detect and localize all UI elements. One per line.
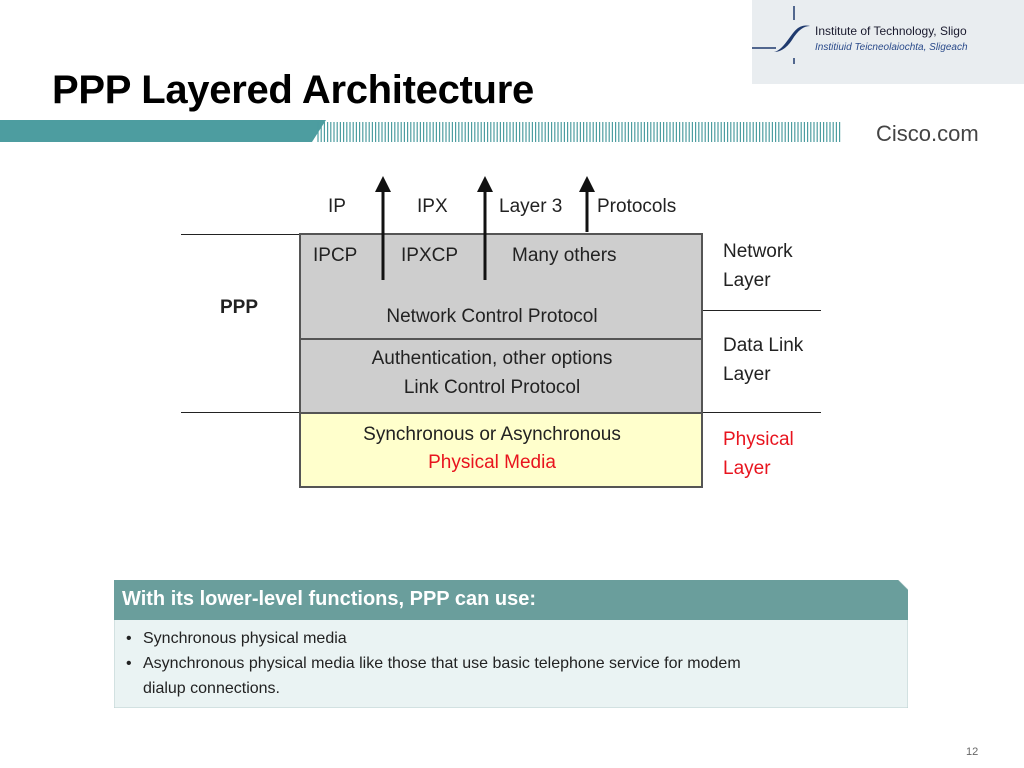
callout-bullet-2-line2: dialup connections. [143, 680, 280, 697]
lcp-options-text: Authentication, other options [371, 348, 613, 369]
rule-datalink-physical [700, 412, 821, 413]
physical-media-box [299, 412, 703, 488]
header-band [0, 120, 1024, 142]
bullet-icon: • [126, 630, 132, 647]
arrow-up-icon [579, 176, 595, 232]
layer-datalink-line2: Layer [723, 364, 771, 385]
layer-network-line2: Layer [723, 270, 771, 291]
callout-panel [114, 580, 908, 708]
ncp-label: Network Control Protocol [386, 306, 598, 327]
media-sync-text: Synchronous or Asynchronous [363, 424, 621, 445]
callout-bullet-1: Synchronous physical media [143, 630, 347, 647]
ncp-item-ipcp: IPCP [313, 245, 358, 266]
protocol-ipx: IPX [417, 196, 448, 217]
protocol-ip: IP [328, 196, 346, 217]
page-title: PPP Layered Architecture [52, 68, 534, 112]
logo-panel [752, 0, 1024, 84]
ncp-item-others: Many others [512, 245, 617, 266]
ncp-item-ipxcp: IPXCP [401, 245, 459, 266]
institute-name: Institute of Technology, Sligo [815, 24, 967, 38]
arrow-up-icon [375, 176, 391, 280]
bullet-icon: • [126, 655, 132, 672]
rule-bottom-left [181, 412, 301, 413]
protocol-protocols: Protocols [597, 196, 677, 217]
layer-physical-line2: Layer [723, 458, 771, 479]
protocol-layer3: Layer 3 [499, 196, 563, 217]
media-physical-text: Physical Media [428, 452, 556, 473]
arrow-up-icon [477, 176, 493, 280]
rule-network-datalink [700, 310, 821, 311]
institute-name-irish: Institiuid Teicneolaiochta, Sligeach [815, 42, 968, 53]
layer-network-line1: Network [723, 241, 793, 262]
callout-bullet-2-line1: Asynchronous physical media like those t… [143, 655, 741, 672]
callout-heading: With its lower-level functions, PPP can … [122, 588, 536, 610]
lcp-label: Link Control Protocol [403, 377, 581, 398]
page-number: 12 [966, 746, 979, 758]
layer-physical-line1: Physical [723, 429, 794, 450]
layer-datalink-line1: Data Link [723, 335, 804, 356]
swoosh-logo-icon [752, 6, 810, 64]
rule-top-left [181, 234, 301, 235]
cisco-brand: Cisco.com [876, 121, 979, 146]
ppp-label: PPP [220, 297, 259, 318]
